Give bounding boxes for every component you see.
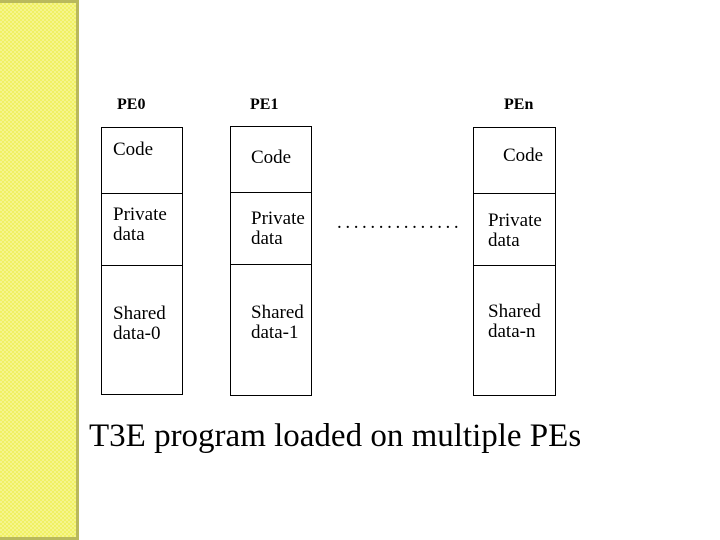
- pe0-private-data-cell: Private data: [102, 194, 182, 266]
- pen-memory-box: Code Private data Shared data-n: [473, 127, 556, 396]
- pe0-memory-box: Code Private data Shared data-0: [101, 127, 183, 395]
- pen-shared-data-cell: Shared data-n: [488, 301, 541, 342]
- slide-title: T3E program loaded on multiple PEs: [89, 418, 582, 454]
- pe1-header: PE1: [250, 96, 279, 113]
- accent-bar: [0, 0, 79, 540]
- pe1-code-cell: Code: [231, 127, 311, 193]
- pen-code-cell: Code: [474, 128, 555, 194]
- pe1-shared-data-cell: Shared data-1: [251, 302, 304, 343]
- pen-private-data-cell: Private data: [474, 194, 555, 266]
- pe1-private-data-cell: Private data: [231, 193, 311, 265]
- ellipsis-dots: ...............: [337, 212, 463, 233]
- pe0-shared-data-cell: Shared data-0: [113, 303, 166, 344]
- pe0-header: PE0: [117, 96, 146, 113]
- pe1-memory-box: Code Private data Shared data-1: [230, 126, 312, 396]
- pen-header: PEn: [504, 96, 534, 113]
- pe0-code-cell: Code: [102, 128, 182, 194]
